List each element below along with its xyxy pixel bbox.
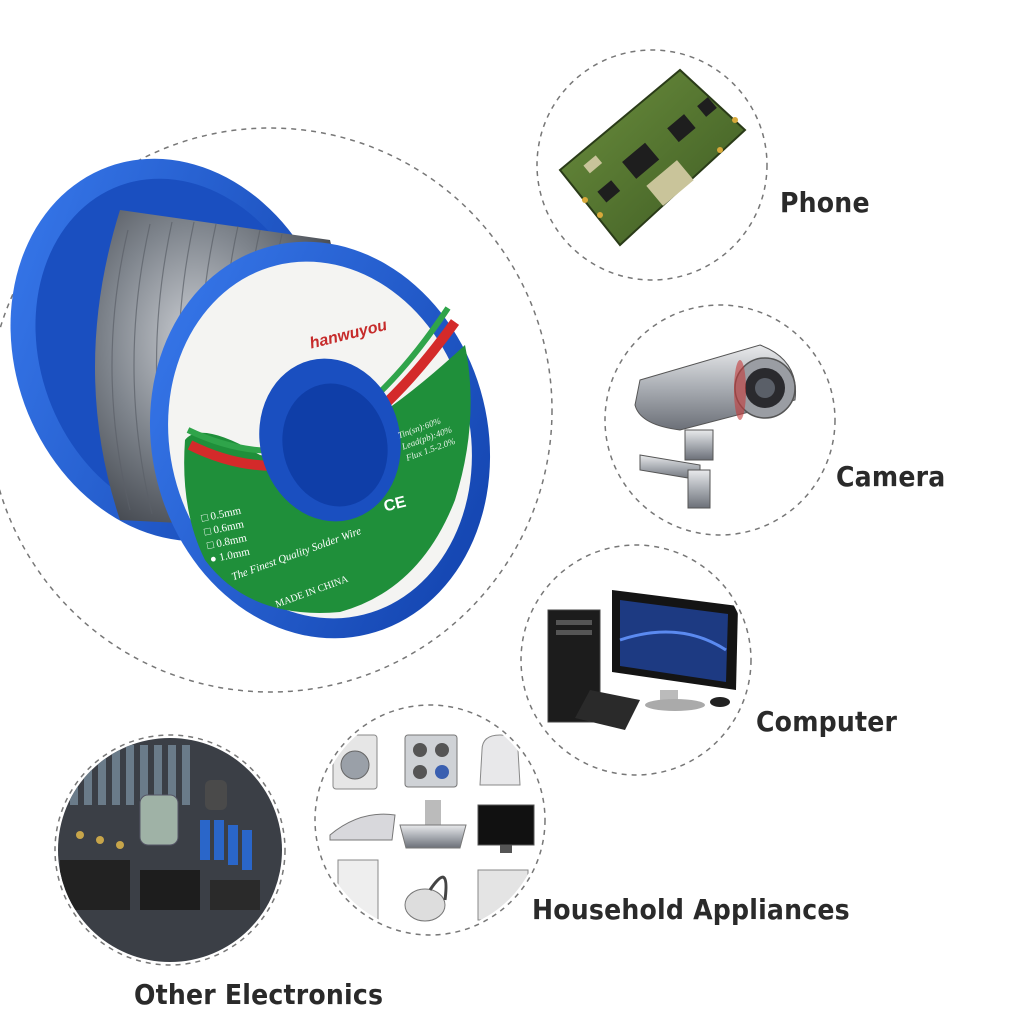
label-computer: Computer [750,705,904,742]
circuit-board-icon [558,68,747,247]
appliances-grid-icon [329,734,535,922]
motherboard-icon [58,738,282,962]
solder-spool [10,158,491,639]
desktop-computer-icon [547,590,738,730]
security-camera-icon [634,344,797,509]
label-other-electronics: Other Electronics [128,978,390,1015]
spool-frame [0,127,553,693]
label-phone: Phone [774,186,876,223]
label-camera: Camera [830,460,952,497]
label-household-appliances: Household Appliances [526,893,856,930]
